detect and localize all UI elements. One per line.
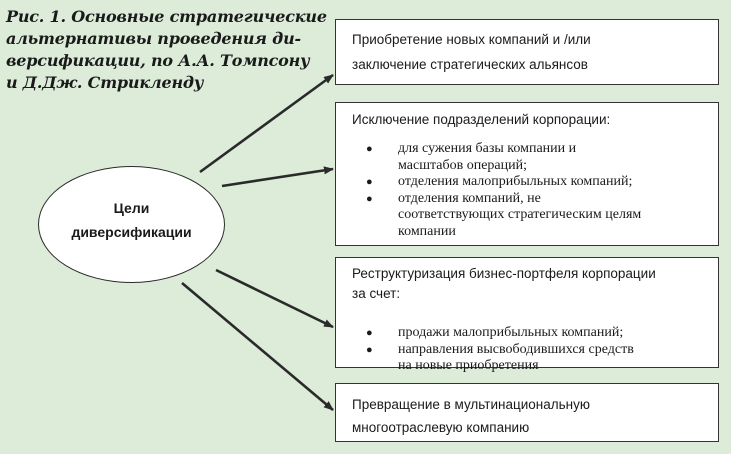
list-item-line: отделения компаний, не (398, 190, 541, 206)
goals-label-line: диверсификации (71, 224, 192, 240)
caption-line: альтернативы проведения ди- (6, 29, 301, 48)
bullet-list: ● для сужения базы компании и масштабов … (352, 141, 718, 240)
alternative-box-multinational: Превращение в мультинациональную многоот… (335, 383, 719, 442)
box-heading-line: заключение стратегических альянсов (352, 57, 588, 72)
bullet-icon: ● (366, 327, 373, 339)
bullet-icon: ● (366, 192, 373, 205)
bullet-icon: ● (366, 343, 373, 356)
list-item-line: масштабов операций; (398, 157, 527, 173)
box-heading-line: Приобретение новых компаний и /или (352, 32, 591, 47)
list-item-line: отделения малоприбыльных компаний; (398, 174, 633, 189)
bullet-list: ● продажи малоприбыльных компаний; ● нап… (352, 325, 718, 375)
arrow-to-acquisition (199, 73, 334, 174)
list-item-line: для сужения базы компании и (398, 141, 577, 156)
alternative-box-restructuring: Реструктуризация бизнес-портфеля корпора… (335, 257, 719, 373)
alternative-box-divestment: Исключение подразделений корпорации: ● д… (335, 102, 719, 246)
bullet-icon: ● (366, 176, 373, 188)
list-item: ● продажи малоприбыльных компаний; (352, 325, 718, 342)
box-heading: Превращение в мультинациональную многоот… (352, 393, 718, 439)
alternative-box-acquisition: Приобретение новых компаний и /или заклю… (335, 19, 719, 85)
bullet-icon: ● (366, 143, 373, 155)
caption-line: версификации, по А.А. Томпсону (6, 51, 310, 70)
box-heading-line: Исключение подразделений корпорации: (352, 112, 611, 127)
box-heading-line: Реструктуризация бизнес-портфеля корпора… (352, 266, 656, 281)
arrow-to-divestment (221, 166, 334, 188)
figure-caption: Рис. 1. Основные стратегические альтерна… (6, 6, 327, 94)
list-item: ● отделения компаний, не соответствующих… (352, 191, 718, 241)
list-item-line: направления высвободившихся средств (398, 341, 634, 357)
goals-label-line: Цели (113, 200, 150, 216)
list-item-line: компании (398, 223, 456, 239)
goals-label: Цели диверсификации (38, 196, 225, 244)
goals-ellipse (38, 166, 225, 283)
list-item: ● отделения малоприбыльных компаний; (352, 174, 718, 191)
arrow-to-multinational (181, 282, 334, 411)
caption-line: и Д.Дж. Стрикленду (6, 73, 204, 92)
box-heading-line: Превращение в мультинациональную (352, 397, 590, 412)
list-item: ● для сужения базы компании и масштабов … (352, 141, 718, 174)
list-item-line: соответствующих стратегическим целям (398, 207, 642, 222)
list-item: ● направления высвободившихся средств на… (352, 342, 718, 375)
box-heading: Реструктуризация бизнес-портфеля корпора… (352, 264, 718, 304)
box-heading: Приобретение новых компаний и /или заклю… (352, 27, 718, 77)
box-heading: Исключение подразделений корпорации: (352, 110, 718, 130)
list-item-line: на новые приобретения (398, 358, 539, 373)
box-heading-line: за счет: (352, 286, 401, 301)
list-item-line: продажи малоприбыльных компаний; (398, 325, 624, 340)
box-heading-line: многоотраслевую компанию (352, 420, 530, 435)
caption-line: Рис. 1. Основные стратегические (6, 7, 327, 26)
arrow-to-restructuring (215, 268, 334, 329)
